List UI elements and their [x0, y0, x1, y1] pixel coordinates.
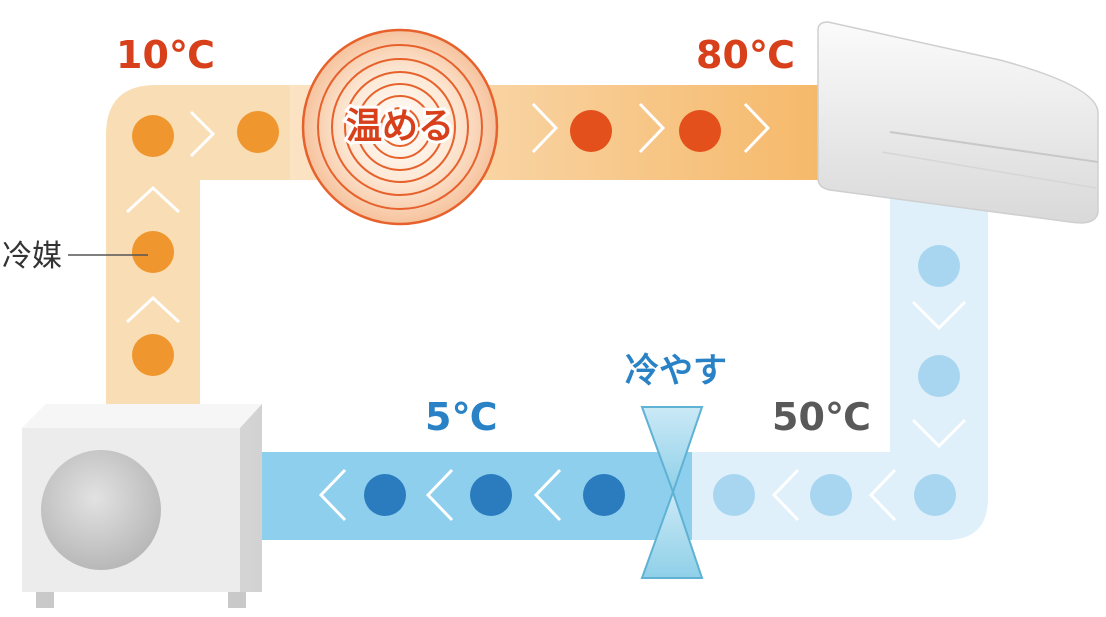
- outdoor-unit-icon: [22, 404, 262, 608]
- chevron-right-icon: [638, 102, 666, 154]
- temp-label-start: 10℃: [116, 33, 215, 77]
- refrigerant-dot: [918, 245, 960, 287]
- chevron-left-icon: [868, 468, 897, 522]
- cool-action-label: 冷やす: [625, 351, 727, 391]
- chevron-down-icon: [911, 300, 967, 331]
- chevron-left-icon: [771, 468, 800, 522]
- chevron-right-icon: [531, 102, 559, 154]
- temp-label-cold: 5℃: [425, 395, 497, 439]
- chevron-right-icon: [189, 110, 216, 158]
- flow-bottom: [318, 468, 956, 522]
- refrigerant-label: 冷媒: [2, 239, 62, 274]
- chevron-left-icon: [425, 468, 454, 522]
- refrigerant-dot: [679, 110, 721, 152]
- flow-top: [531, 102, 771, 154]
- refrigerant-dot: [713, 474, 755, 516]
- pipe-right: [680, 190, 988, 540]
- chevron-left-icon: [533, 468, 562, 522]
- heat-action-label: 温める: [346, 106, 454, 147]
- chevron-up-icon: [125, 295, 181, 324]
- refrigerant-dot: [470, 474, 512, 516]
- chevron-left-icon: [318, 468, 347, 522]
- refrigerant-dot: [237, 111, 279, 153]
- refrigerant-dot: [918, 355, 960, 397]
- temp-label-hot: 80℃: [696, 33, 795, 77]
- refrigerant-dot: [132, 115, 174, 157]
- flow-right: [911, 245, 967, 449]
- refrigerant-dot: [364, 474, 406, 516]
- refrigerant-dot: [583, 474, 625, 516]
- refrigerant-dot: [810, 474, 852, 516]
- flow-left: [125, 110, 279, 376]
- refrigerant-dot: [914, 474, 956, 516]
- refrigerant-dot: [132, 231, 174, 273]
- air-conditioner-icon: [817, 21, 1099, 224]
- chevron-up-icon: [125, 185, 181, 214]
- temp-label-mid: 50℃: [772, 395, 871, 439]
- concentric-rings-icon: [301, 28, 499, 226]
- hourglass-valve-icon: [640, 406, 704, 579]
- refrigerant-dot: [132, 334, 174, 376]
- chevron-right-icon: [743, 102, 771, 154]
- chevron-down-icon: [911, 418, 967, 449]
- refrigerant-dot: [570, 110, 612, 152]
